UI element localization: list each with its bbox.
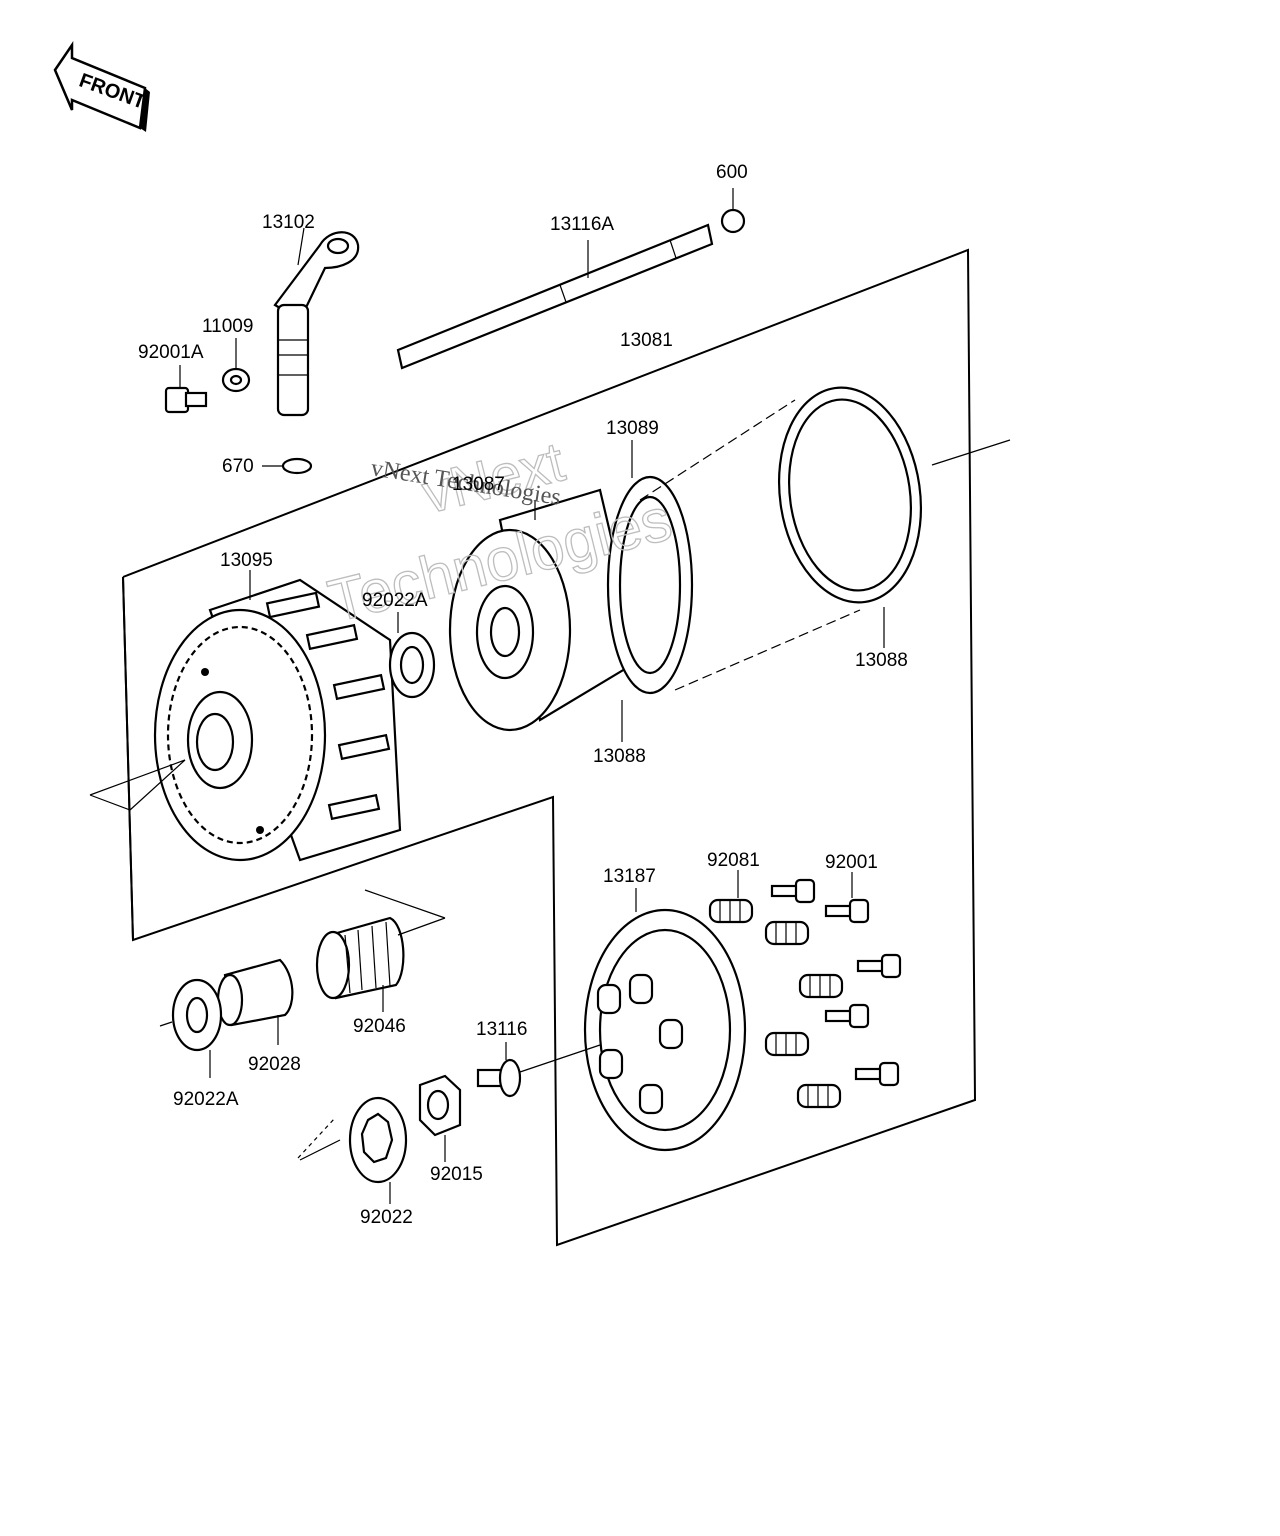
label-11009: 11009: [202, 316, 253, 337]
pusher-13116-part: [476, 1042, 601, 1098]
label-670: 670: [222, 456, 254, 477]
pressure-plate-13187-part: [583, 888, 747, 1152]
label-92022a-bottom: 92022A: [173, 1089, 239, 1110]
lock-washer-92022-part: [297, 1096, 408, 1204]
label-92022: 92022: [360, 1207, 413, 1228]
label-13089: 13089: [606, 418, 659, 439]
part-labels: 600 13102 13116A 11009 92001A 13081 670 …: [138, 162, 908, 1228]
nut-92015-part: [418, 1074, 462, 1162]
clutch-springs-92081-part: [708, 870, 844, 1109]
clutch-hub-13087-part: [448, 488, 642, 732]
thrust-washer-92022a-top-part: [388, 612, 436, 699]
label-92022a-top: 92022A: [362, 590, 428, 611]
label-13088-right: 13088: [855, 650, 908, 671]
label-92001: 92001: [825, 852, 878, 873]
label-600: 600: [716, 162, 748, 183]
label-92046: 92046: [353, 1016, 406, 1037]
label-13088-bottom: 13088: [593, 746, 646, 767]
bolts-92001-part: [770, 872, 902, 1087]
steel-ball-600-part: [720, 188, 746, 234]
friction-plate-13088-part: [621, 386, 1011, 742]
bolt-92001a-part: [164, 365, 208, 414]
front-arrow-icon: FRONT: [53, 40, 150, 132]
label-13187: 13187: [603, 866, 656, 887]
label-13116a: 13116A: [550, 214, 614, 235]
washer-92022a-bottom-part: [159, 978, 223, 1078]
label-92001a: 92001A: [138, 342, 204, 363]
sleeve-92028-part: [216, 958, 294, 1045]
label-92015: 92015: [430, 1164, 483, 1185]
label-92081: 92081: [707, 850, 760, 871]
label-13087: 13087: [452, 474, 505, 495]
label-92028: 92028: [248, 1054, 301, 1075]
washer-11009-part: [221, 338, 251, 393]
assembly-frame: [122, 248, 977, 1247]
label-13095: 13095: [220, 550, 273, 571]
push-rod-13116a-part: [396, 223, 714, 370]
o-ring-670-part: [262, 457, 313, 475]
release-lever-part: [273, 227, 360, 417]
pressure-plate-13089-part: [606, 440, 694, 695]
label-13081: 13081: [620, 330, 673, 351]
clutch-housing-13095-part: [89, 570, 402, 862]
label-13116: 13116: [476, 1019, 527, 1040]
needle-bearing-92046-part: [315, 889, 446, 1012]
label-13102: 13102: [262, 212, 315, 233]
